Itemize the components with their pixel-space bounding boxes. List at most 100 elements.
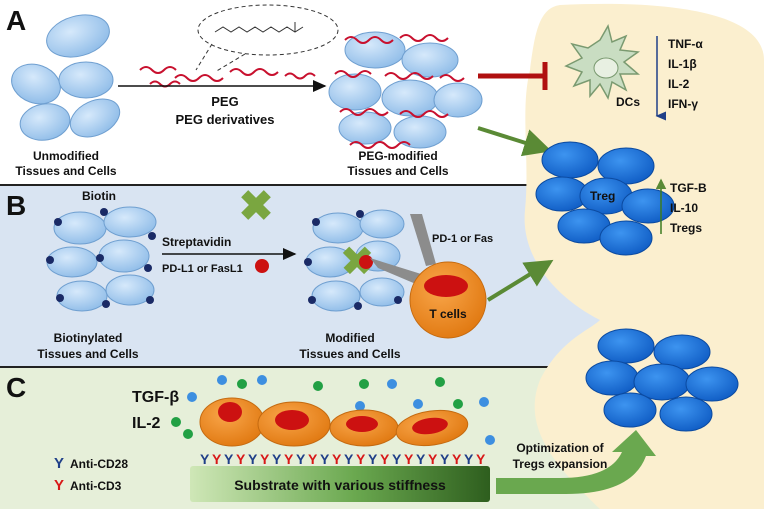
treg-cell	[603, 392, 657, 428]
peg-modified-cells	[328, 31, 483, 149]
svg-text:Y: Y	[452, 451, 462, 467]
biotin-dot	[56, 294, 64, 302]
svg-text:Y: Y	[224, 451, 234, 467]
svg-text:Y: Y	[368, 451, 378, 467]
substrate-bar	[190, 466, 490, 502]
biotinylated-label-line1: Biotinylated	[54, 331, 123, 345]
tgfb-dot	[217, 375, 227, 385]
treg-cluster	[535, 141, 675, 256]
t-cell-nucleus	[218, 402, 242, 422]
tgfb-dot	[187, 392, 197, 402]
svg-text:Y: Y	[440, 451, 450, 467]
anti-cd28-symbol: Y	[54, 455, 64, 472]
svg-text:Y: Y	[212, 451, 222, 467]
tissue-cell	[344, 31, 406, 69]
tissue-cell	[46, 246, 98, 278]
t-cell-nucleus	[412, 417, 448, 435]
il2-dot	[359, 379, 369, 389]
tissue-cell	[359, 277, 405, 307]
dendritic-cell-nucleus	[593, 57, 619, 79]
tissue-cell	[105, 274, 155, 306]
biotin-dot	[146, 296, 154, 304]
anti-cd28-label: Anti-CD28	[70, 457, 128, 471]
svg-text:Y: Y	[272, 451, 282, 467]
anti-cd3-label: Anti-CD3	[70, 479, 122, 493]
panel-b-letter: B	[6, 190, 26, 221]
unmodified-label-line1: Unmodified	[33, 149, 99, 163]
tissue-cell	[46, 14, 110, 58]
bound-ligand-dot	[359, 255, 373, 269]
tissue-cell	[58, 61, 114, 99]
biotin-dot	[304, 258, 312, 266]
ligand-label: PD-L1 or FasL1	[162, 263, 243, 275]
tissue-cell	[328, 73, 382, 111]
treg-cell	[659, 396, 713, 432]
optimization-label-line1: Optimization of	[516, 441, 604, 455]
tgfb-dot	[485, 435, 495, 445]
t-cell	[409, 261, 487, 339]
peg-modified-label-line2: Tissues and Cells	[347, 164, 448, 178]
tgfb-dot	[479, 397, 489, 407]
expanding-t-cells	[199, 397, 469, 447]
il2-dot	[313, 381, 323, 391]
biotin-dot	[394, 296, 402, 304]
expanded-treg-cluster	[585, 328, 739, 432]
activation-arrow-a	[477, 126, 552, 157]
tissue-cell	[69, 98, 121, 138]
biotin-dot	[102, 300, 110, 308]
streptavidin-icon	[241, 190, 271, 220]
cytokine-down-1: TNF-α	[668, 37, 703, 51]
svg-text:Y: Y	[284, 451, 294, 467]
panel-a-letter: A	[6, 5, 26, 36]
modified-label-line2: Tissues and Cells	[299, 347, 400, 361]
svg-text:Y: Y	[356, 451, 366, 467]
t-cell-nucleus	[346, 416, 378, 432]
svg-text:Y: Y	[296, 451, 306, 467]
activation-arrow-b	[486, 259, 554, 302]
svg-text:Y: Y	[380, 451, 390, 467]
tgfb-dot	[257, 375, 267, 385]
il2-label: IL-2	[132, 415, 161, 432]
biotinylated-cells	[46, 206, 157, 312]
unmodified-cells	[11, 14, 121, 141]
svg-text:Y: Y	[248, 451, 258, 467]
unmodified-label-line2: Tissues and Cells	[15, 164, 116, 178]
svg-text:Y: Y	[476, 451, 486, 467]
receptor-arm	[410, 214, 436, 266]
tissue-cell	[311, 280, 361, 312]
modified-label-line1: Modified	[325, 331, 374, 345]
biotin-dot	[312, 218, 320, 226]
svg-text:Y: Y	[344, 451, 354, 467]
cytokine-up-3: Tregs	[670, 221, 702, 235]
biotinylated-label-line2: Tissues and Cells	[37, 347, 138, 361]
biotin-dot	[354, 302, 362, 310]
bubble-pointer	[195, 43, 213, 71]
immune-blob-background	[524, 3, 764, 509]
svg-text:Y: Y	[392, 451, 402, 467]
tissue-cell	[98, 239, 150, 273]
treg-cell	[541, 141, 599, 179]
panel-c-letter: C	[6, 372, 26, 403]
treg-cell	[599, 220, 653, 256]
biotin-dots	[46, 208, 156, 308]
tgfb-dot	[355, 401, 365, 411]
svg-text:Y: Y	[416, 451, 426, 467]
peg-derivatives-label: PEG derivatives	[176, 112, 275, 127]
peg-modified-label-line1: PEG-modified	[358, 149, 437, 163]
biotin-dot	[148, 232, 156, 240]
peg-label: PEG	[211, 94, 238, 109]
cytokine-down-4: IFN-γ	[668, 97, 698, 111]
tissue-cell	[103, 206, 157, 238]
il2-particles	[183, 377, 463, 439]
biotin-dot	[96, 254, 104, 262]
peg-coating	[334, 34, 465, 149]
tissue-cell	[11, 63, 61, 105]
streptavidin-label: Streptavidin	[162, 235, 231, 249]
treg-cell	[597, 328, 655, 364]
svg-text:Y: Y	[404, 451, 414, 467]
svg-text:Y: Y	[260, 451, 270, 467]
treg-cell	[685, 366, 739, 402]
svg-text:Y: Y	[308, 451, 318, 467]
tgfb-label: TGF-β	[132, 389, 179, 406]
